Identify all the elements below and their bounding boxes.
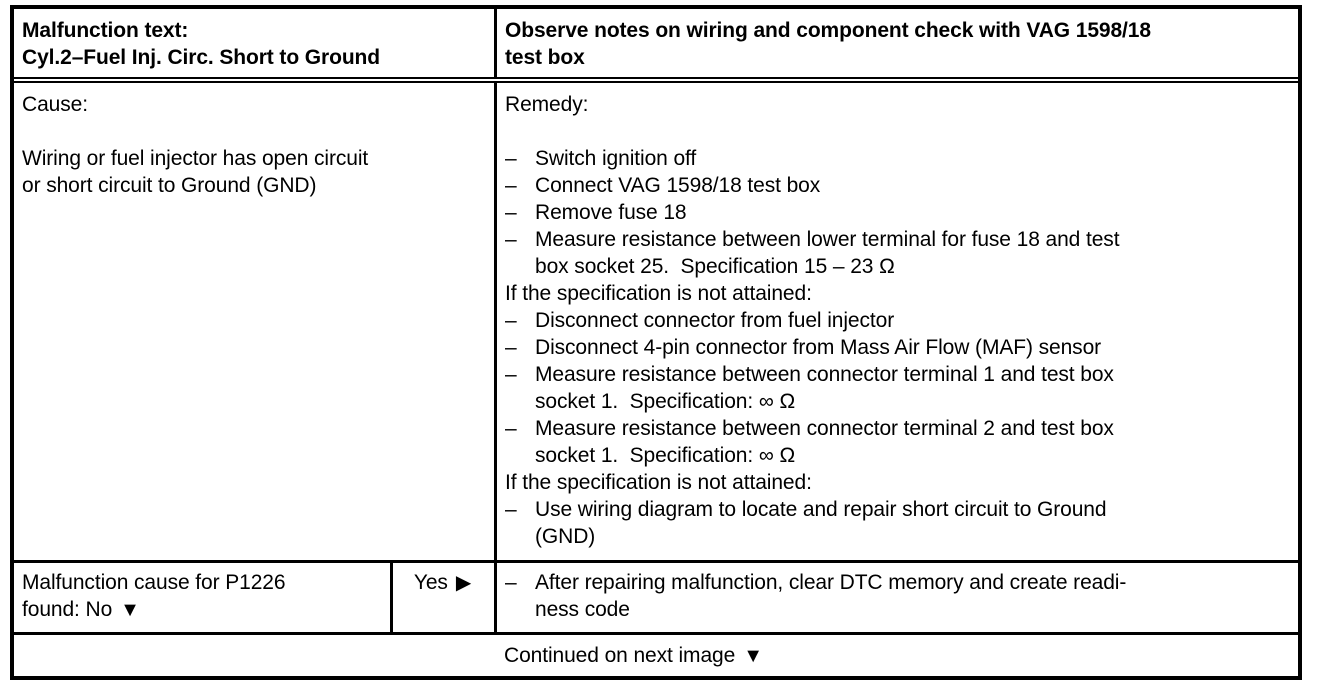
footer-cell: Continued on next image ▼ [14,635,1298,676]
remedy-item-text: Disconnect 4-pin connector from Mass Air… [535,336,1102,359]
cause-remedy-row: Cause: Wiring or fuel injector has open … [14,83,1298,563]
dash-bullet: – [505,336,517,359]
remedy-item: –Disconnect 4-pin connector from Mass Ai… [505,334,1288,361]
decision-action-cell: – After repairing malfunction, clear DTC… [497,563,1298,632]
malfunction-label: Malfunction text: [22,19,189,42]
remedy-item: –Remove fuse 18 [505,199,1288,226]
note-cell: Observe notes on wiring and component ch… [497,9,1298,77]
dash-bullet: – [505,417,517,440]
malfunction-value: Cyl.2–Fuel Inj. Circ. Short to Ground [22,46,380,69]
dash-bullet: – [505,309,517,332]
remedy-item: –Measure resistance between connector te… [505,361,1288,415]
remedy-item-text: If the specification is not attained: [505,471,812,494]
decision-no-cell: Malfunction cause for P1226 found: No ▼ [14,563,393,632]
remedy-item: –Measure resistance between lower termin… [505,226,1288,280]
remedy-item-text: Switch ignition off [535,147,697,170]
dash-bullet: – [505,201,517,224]
remedy-item: If the specification is not attained: [505,280,1288,307]
remedy-item: –Measure resistance between connector te… [505,415,1288,469]
remedy-item: –Connect VAG 1598/18 test box [505,172,1288,199]
down-triangle-icon: ▼ [743,645,763,667]
dash-bullet: – [505,363,517,386]
remedy-item: If the specification is not attained: [505,469,1288,496]
decision-no-line2: found: No ▼ [22,596,380,624]
malfunction-text-cell: Malfunction text: Cyl.2–Fuel Inj. Circ. … [14,9,497,77]
remedy-item-text: Measure resistance between connector ter… [535,363,1114,413]
decision-yes-cell: Yes ▶ [393,563,497,632]
decision-action-text: After repairing malfunction, clear DTC m… [535,571,1127,621]
remedy-item-text: Use wiring diagram to locate and repair … [535,498,1107,548]
remedy-label: Remedy: [505,93,589,116]
remedy-item: –Use wiring diagram to locate and repair… [505,496,1288,550]
cause-label: Cause: [22,93,88,116]
note-text: Observe notes on wiring and component ch… [505,19,1151,69]
remedy-item: –Switch ignition off [505,145,1288,172]
dash-bullet: – [505,571,517,594]
decision-no-text: found: No [22,598,113,621]
footer-text: Continued on next image [504,644,736,667]
decision-action-item: – After repairing malfunction, clear DTC… [505,569,1288,623]
dash-bullet: – [505,147,517,170]
remedy-cell: Remedy: –Switch ignition off–Connect VAG… [497,83,1298,560]
remedy-item-text: Disconnect connector from fuel injector [535,309,895,332]
dash-bullet: – [505,174,517,197]
right-triangle-icon: ▶ [455,572,472,594]
cause-text: Wiring or fuel injector has open circuit… [22,147,369,197]
dash-bullet: – [505,228,517,251]
header-row: Malfunction text: Cyl.2–Fuel Inj. Circ. … [14,9,1298,83]
decision-row: Malfunction cause for P1226 found: No ▼ Y… [14,563,1298,635]
decision-yes-text: Yes [413,571,448,594]
remedy-item-text: If the specification is not attained: [505,282,812,305]
footer-row: Continued on next image ▼ [14,635,1298,676]
cause-cell: Cause: Wiring or fuel injector has open … [14,83,497,560]
remedy-item-text: Measure resistance between lower termina… [535,228,1120,278]
dash-bullet: – [505,498,517,521]
remedy-item-text: Connect VAG 1598/18 test box [535,174,821,197]
remedy-item-text: Measure resistance between connector ter… [535,417,1114,467]
remedy-item: –Disconnect connector from fuel injector [505,307,1288,334]
down-triangle-icon: ▼ [120,599,140,621]
diagnostic-table: Malfunction text: Cyl.2–Fuel Inj. Circ. … [10,5,1302,680]
remedy-items: –Switch ignition off–Connect VAG 1598/18… [505,145,1288,550]
decision-no-line1: Malfunction cause for P1226 [22,571,286,594]
remedy-item-text: Remove fuse 18 [535,201,687,224]
